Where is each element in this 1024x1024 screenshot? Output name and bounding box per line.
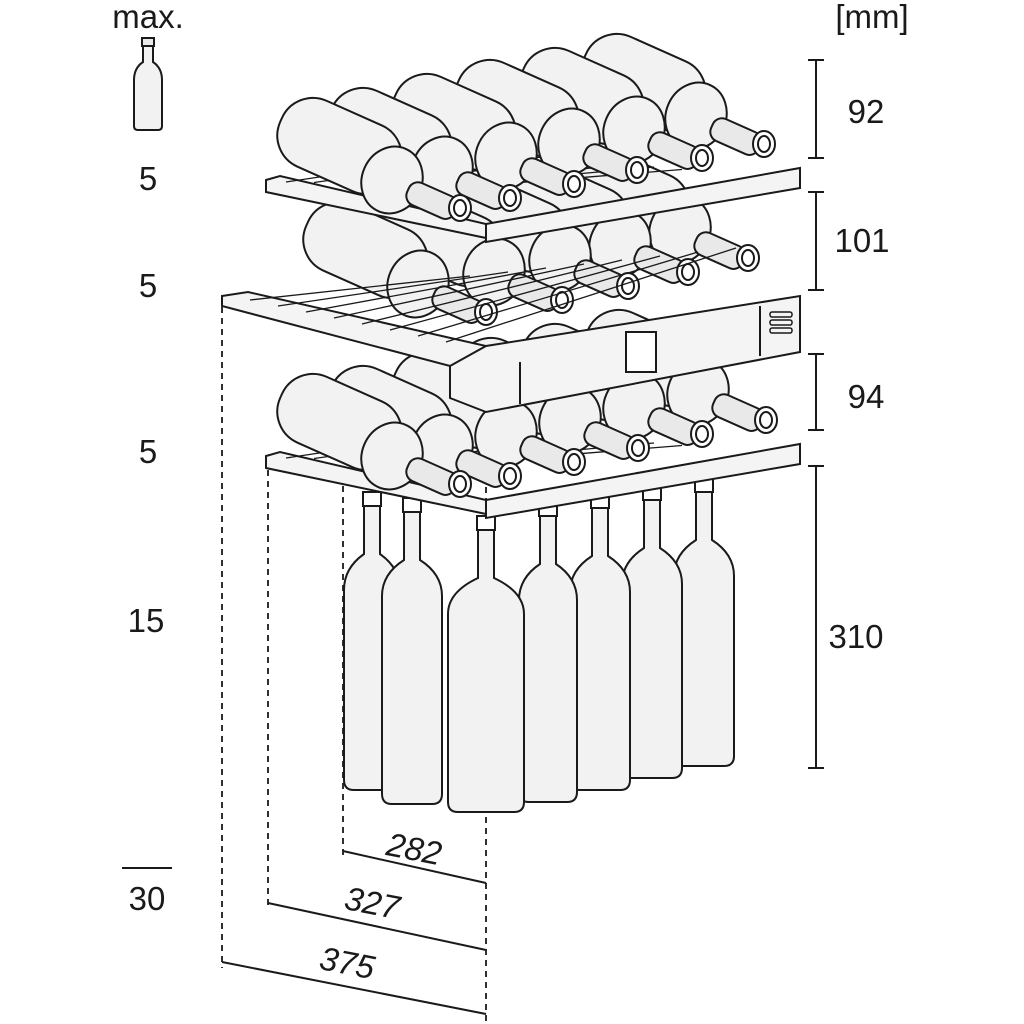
height-dimension-3 (808, 353, 824, 431)
lying-bottle (276, 372, 472, 498)
shelf-2-slat (249, 275, 471, 301)
lying-bottle (302, 200, 498, 326)
depth-inner: 282 (383, 825, 445, 872)
height-shelf-1: 92 (848, 93, 885, 130)
height-dimension-2 (808, 191, 824, 291)
shelf-1 (265, 32, 801, 244)
standing-bottle (381, 497, 443, 805)
bottle-icon (133, 37, 163, 131)
display-screen (625, 331, 657, 373)
depth-outer: 375 (317, 939, 379, 986)
capacity-bottom: 15 (128, 602, 165, 639)
capacity-shelf-2: 5 (139, 267, 157, 304)
shelf-2-slat (277, 271, 509, 307)
shelf-2-slat (389, 255, 661, 331)
height-shelf-2: 101 (834, 222, 889, 259)
standing-bottle (447, 515, 525, 813)
standing-bottles (343, 477, 735, 813)
max-label: max. (112, 0, 184, 35)
shelf-2-slat (445, 247, 737, 343)
standing-bottle (569, 493, 631, 791)
height-dimension-bottom (808, 465, 824, 769)
capacity-shelf-3: 5 (139, 433, 157, 470)
shelf-2-slat (333, 263, 585, 319)
unit-label: [mm] (835, 0, 908, 35)
shelf-2 (221, 146, 801, 414)
height-bottom: 310 (828, 618, 883, 655)
depth-middle: 327 (342, 879, 405, 926)
shelf-2-slat (361, 259, 623, 325)
height-shelf-3: 94 (848, 378, 885, 415)
capacity-shelf-1: 5 (139, 160, 157, 197)
shelf-2-slat (417, 251, 699, 337)
shelf-2-slat (305, 267, 547, 313)
vent-icon (769, 311, 793, 334)
height-dimension-1 (808, 59, 824, 159)
capacity-total: 30 (129, 880, 166, 917)
standing-bottle (518, 501, 578, 803)
lying-bottle (276, 96, 472, 222)
